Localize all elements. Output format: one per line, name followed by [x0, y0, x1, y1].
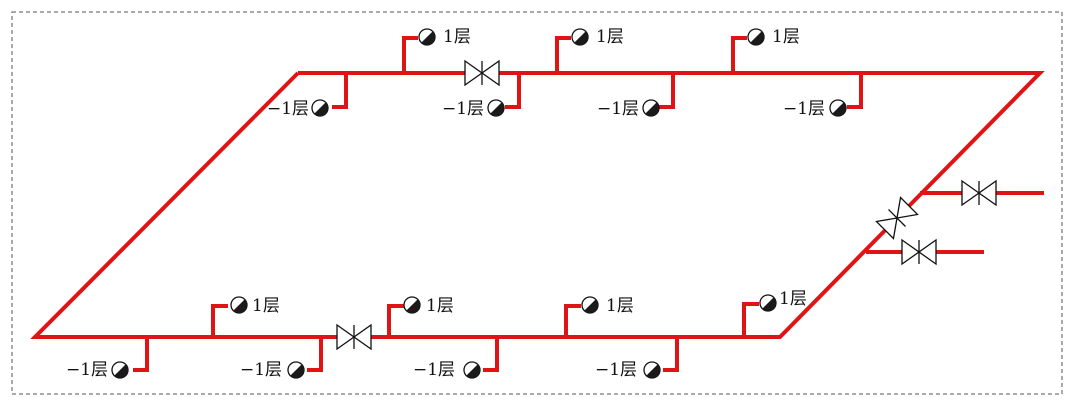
floor-label: −1层 [442, 99, 484, 119]
drop-branch [505, 73, 521, 109]
floor-label: −1层 [240, 360, 282, 380]
sprinkler-head-icon [311, 99, 329, 117]
gate-valve-icon [901, 238, 937, 266]
floor-label: 1层 [606, 296, 634, 316]
drop-branch [133, 337, 149, 372]
riser-branch [564, 304, 581, 337]
floor-label: −1层 [783, 99, 825, 119]
floor-label: 1层 [596, 27, 624, 47]
sprinkler-head-icon [111, 361, 129, 379]
gate-valve-icon [464, 59, 500, 87]
floor-label: −1层 [595, 360, 637, 380]
riser-branch [555, 36, 571, 73]
floor-label: 1层 [772, 27, 800, 47]
drop-branch [659, 73, 675, 109]
sprinkler-head-icon [747, 28, 765, 46]
sprinkler-head-icon [463, 361, 481, 379]
pipe-network [30, 36, 1045, 372]
drop-branch [847, 73, 863, 109]
riser-branch [211, 304, 228, 337]
sprinkler-head-icon [581, 296, 599, 314]
riser-branch [731, 36, 747, 73]
floor-label: 1层 [779, 289, 807, 309]
diagram-frame [11, 11, 1063, 395]
floor-label: −1层 [597, 99, 639, 119]
drop-branch [663, 337, 679, 372]
sprinkler-head-icon [643, 361, 661, 379]
sprinkler-head-icon [571, 28, 589, 46]
riser-branch [387, 304, 404, 337]
main-pipe-loop [30, 71, 1045, 339]
drop-branch [307, 337, 323, 372]
riser-branch [742, 302, 759, 337]
sprinkler-head-icon [418, 28, 436, 46]
riser-branch [402, 36, 418, 73]
drop-branch [332, 73, 348, 109]
sprinkler-head-icon [403, 296, 421, 314]
label-group: 1层 1层 1层 −1层 −1层 −1层 −1层 1层 1层 1层 1层 −1层 −1层 −1层 −1层 [66, 27, 825, 380]
sprinkler-group [111, 28, 847, 379]
sprinkler-head-icon [287, 361, 305, 379]
sprinkler-head-icon [230, 296, 248, 314]
floor-label: −1层 [413, 360, 455, 380]
sprinkler-head-icon [829, 99, 847, 117]
gate-valve-icon [961, 179, 997, 207]
floor-label: 1层 [252, 296, 280, 316]
gate-valve-icon [336, 323, 372, 351]
floor-label: −1层 [66, 360, 108, 380]
floor-label: 1层 [443, 27, 471, 47]
drop-branch [483, 337, 499, 372]
floor-label: 1层 [426, 296, 454, 316]
sprinkler-head-icon [642, 99, 660, 117]
sprinkler-head-icon [759, 294, 777, 312]
gate-valve-icon [875, 196, 919, 240]
valve-group [336, 59, 997, 351]
sprinkler-head-icon [487, 99, 505, 117]
floor-label: −1层 [267, 99, 309, 119]
